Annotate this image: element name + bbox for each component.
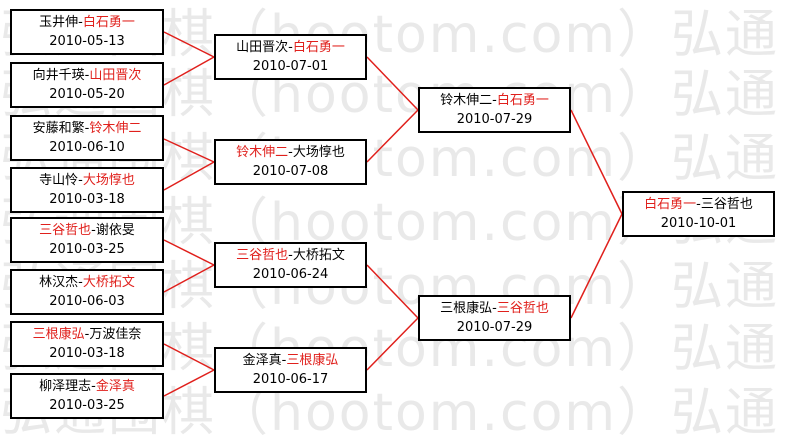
match-date: 2010-03-18 — [49, 192, 125, 207]
match-box-final: 白石勇一-三谷哲也 2010-10-01 — [622, 191, 775, 237]
player-a: 林汉杰 — [39, 275, 79, 290]
player-b: 谢依旻 — [95, 223, 135, 238]
match-date: 2010-03-25 — [49, 398, 125, 413]
match-date: 2010-05-13 — [49, 34, 125, 49]
match-box-r2m1: 山田晋次-白石勇一 2010-07-01 — [214, 34, 367, 80]
player-b-winner: 三根康弘 — [286, 353, 339, 368]
player-a: 安藤和繁 — [32, 121, 85, 136]
match-box-r1m5: 三谷哲也-谢依旻 2010-03-25 — [10, 217, 164, 263]
match-box-r3m1: 铃木伸二-白石勇一 2010-07-29 — [418, 87, 571, 133]
champion-name: 白石勇一 — [644, 197, 697, 212]
match-box-r1m4: 寺山怜-大场惇也 2010-03-18 — [10, 167, 164, 213]
match-date: 2010-07-29 — [456, 112, 533, 127]
match-date: 2010-06-10 — [49, 140, 125, 155]
match-box-r1m3: 安藤和繁-铃木伸二 2010-06-10 — [10, 115, 164, 161]
connector-line — [570, 213, 623, 319]
connector-line — [366, 109, 419, 163]
match-box-r1m1: 玉井伸-白石勇一 2010-05-13 — [10, 9, 164, 55]
player-a: 铃木伸二 — [440, 93, 493, 108]
player-a: 柳泽理志 — [39, 379, 92, 394]
connector-line — [163, 138, 215, 163]
bracket-connectors — [163, 31, 623, 397]
match-date: 2010-07-29 — [456, 320, 533, 335]
connector-line — [366, 317, 419, 371]
player-a: 山田晋次 — [236, 40, 289, 55]
match-box-r2m4: 金泽真-三根康弘 2010-06-17 — [214, 347, 367, 393]
player-b-winner: 白石勇一 — [82, 15, 135, 30]
player-b: 大场惇也 — [292, 145, 345, 160]
player-a: 寺山怜 — [39, 173, 79, 188]
player-b-winner: 山田晋次 — [89, 68, 142, 83]
match-date: 2010-03-18 — [49, 346, 125, 361]
player-a-winner: 铃木伸二 — [236, 145, 289, 160]
player-b-winner: 三谷哲也 — [496, 301, 549, 316]
connector-line — [570, 109, 623, 215]
match-date: 2010-06-03 — [49, 294, 125, 309]
match-date: 2010-06-17 — [252, 372, 329, 387]
player-a: 金泽真 — [242, 353, 282, 368]
match-date: 2010-10-01 — [660, 216, 737, 231]
player-a-winner: 三根康弘 — [32, 327, 85, 342]
match-box-r1m2: 向井千瑛-山田晋次 2010-05-20 — [10, 62, 164, 108]
match-date: 2010-07-01 — [252, 59, 329, 74]
player-a: 三根康弘 — [440, 301, 493, 316]
player-a: 玉井伸 — [39, 15, 79, 30]
match-date: 2010-06-24 — [252, 267, 329, 282]
player-b-winner: 白石勇一 — [292, 40, 345, 55]
connector-line — [163, 343, 215, 371]
match-date: 2010-03-25 — [49, 242, 125, 257]
player-b-winner: 白石勇一 — [496, 93, 549, 108]
match-box-r2m3: 三谷哲也-大桥拓文 2010-06-24 — [214, 242, 367, 288]
player-b-winner: 大桥拓文 — [82, 275, 135, 290]
connector-line — [163, 264, 215, 293]
player-a-winner: 三谷哲也 — [236, 248, 289, 263]
player-b: 大桥拓文 — [292, 248, 345, 263]
match-date: 2010-05-20 — [49, 87, 125, 102]
match-box-r1m8: 柳泽理志-金泽真 2010-03-25 — [10, 373, 164, 419]
player-b-winner: 金泽真 — [95, 379, 135, 394]
match-box-r2m2: 铃木伸二-大场惇也 2010-07-08 — [214, 139, 367, 185]
connector-line — [366, 56, 419, 111]
connector-line — [163, 56, 215, 86]
match-box-r3m2: 三根康弘-三谷哲也 2010-07-29 — [418, 295, 571, 341]
player-b: 三谷哲也 — [700, 197, 753, 212]
match-box-r1m7: 三根康弘-万波佳奈 2010-03-18 — [10, 321, 164, 367]
player-b: 万波佳奈 — [89, 327, 142, 342]
connector-line — [163, 369, 215, 397]
match-date: 2010-07-08 — [252, 164, 329, 179]
player-b-winner: 大场惇也 — [82, 173, 135, 188]
connector-line — [163, 161, 215, 191]
connector-line — [163, 31, 215, 58]
connector-line — [366, 264, 419, 319]
player-a-winner: 三谷哲也 — [39, 223, 92, 238]
connector-line — [163, 239, 215, 266]
match-box-r1m6: 林汉杰-大桥拓文 2010-06-03 — [10, 269, 164, 315]
player-a: 向井千瑛 — [32, 68, 85, 83]
player-b-winner: 铃木伸二 — [89, 121, 142, 136]
